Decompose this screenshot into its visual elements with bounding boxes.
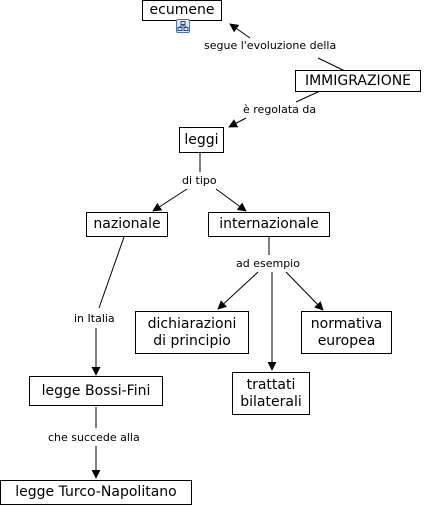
concept-normativa-europea[interactable]: normativa europea bbox=[301, 311, 392, 354]
arrow-di-tipo-to-nazionale bbox=[152, 188, 188, 212]
arrow-ad-esempio-to-dichiarazioni bbox=[217, 271, 259, 310]
link-in-italia[interactable]: in Italia bbox=[72, 312, 117, 325]
link-che-succede-alla[interactable]: che succede alla bbox=[46, 431, 142, 444]
concept-ecumene[interactable]: ecumene bbox=[142, 0, 222, 21]
concept-internazionale[interactable]: internazionale bbox=[208, 212, 330, 237]
concept-trattati-bilaterali[interactable]: trattati bilaterali bbox=[232, 372, 310, 415]
linked-resource-icon[interactable] bbox=[176, 19, 190, 33]
concept-legge-turco-napolitano[interactable]: legge Turco-Napolitano bbox=[0, 480, 192, 505]
line-nazionale-to-in-italia bbox=[98, 236, 125, 309]
arrow-ad-esempio-to-normativa bbox=[285, 271, 324, 311]
link-segue-evoluzione[interactable]: segue l'evoluzione della bbox=[202, 39, 339, 52]
arrow-segue-to-ecumene bbox=[229, 23, 251, 39]
concept-nazionale[interactable]: nazionale bbox=[86, 212, 168, 237]
arrow-regolata-to-leggi bbox=[228, 117, 247, 128]
concept-immigrazione[interactable]: IMMIGRAZIONE bbox=[295, 70, 421, 92]
concept-leggi[interactable]: leggi bbox=[179, 127, 224, 153]
arrow-di-tipo-to-internazionale bbox=[215, 188, 247, 212]
line-immigrazione-to-regolata bbox=[295, 90, 321, 103]
link-ad-esempio[interactable]: ad esempio bbox=[234, 257, 302, 270]
concept-legge-bossi-fini[interactable]: legge Bossi-Fini bbox=[29, 376, 163, 406]
link-di-tipo[interactable]: di tipo bbox=[180, 174, 219, 187]
concept-dichiarazioni-di-principio[interactable]: dichiarazioni di principio bbox=[135, 311, 249, 354]
link-e-regolata-da[interactable]: è regolata da bbox=[241, 103, 319, 116]
line-segue-to-immigrazione bbox=[317, 57, 346, 72]
